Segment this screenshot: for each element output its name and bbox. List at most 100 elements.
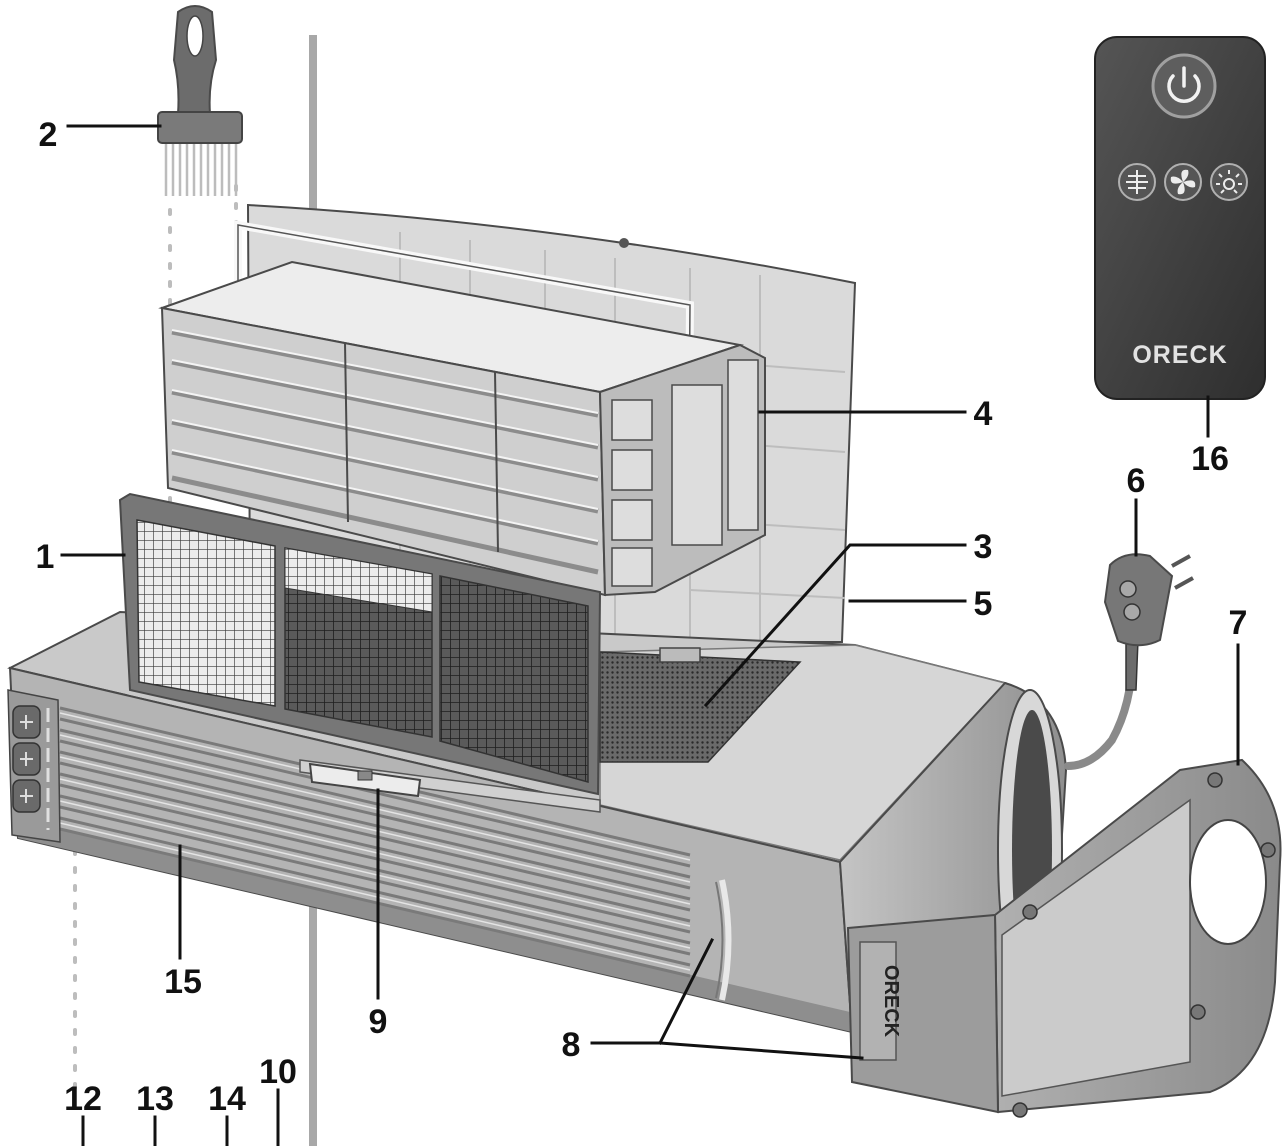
end-cap-screw bbox=[1022, 904, 1038, 920]
grille-slat bbox=[59, 761, 691, 912]
cord-strain-relief bbox=[1125, 639, 1139, 691]
brush-head bbox=[157, 111, 243, 144]
collector-rod-highlight bbox=[171, 449, 599, 542]
callout-12: 12 bbox=[64, 1080, 102, 1118]
adapter-prong bbox=[1171, 554, 1191, 568]
light-icon bbox=[1216, 170, 1242, 194]
remote-control: ORECK bbox=[1094, 36, 1266, 400]
remote-logo: ORECK bbox=[1132, 341, 1227, 369]
power-adapter bbox=[1064, 553, 1194, 770]
grille-slat bbox=[59, 717, 691, 868]
adapter-body bbox=[1103, 553, 1174, 647]
grille-slat bbox=[59, 772, 691, 923]
collector-cell bbox=[158, 260, 766, 597]
pre-filter-pane-right bbox=[439, 575, 589, 783]
collector-divider bbox=[344, 342, 349, 523]
callout-13: 13 bbox=[136, 1080, 174, 1118]
fan-icon bbox=[1170, 169, 1196, 195]
end-cap-screw bbox=[1012, 1102, 1028, 1118]
collector-rod-highlight bbox=[171, 419, 599, 510]
collector-end-plate bbox=[727, 359, 759, 531]
collector-clip bbox=[611, 449, 653, 491]
grille-slat bbox=[59, 750, 691, 901]
end-cap-floor bbox=[1001, 798, 1191, 1097]
light-icon-rays bbox=[1216, 170, 1242, 194]
callout-4: 4 bbox=[974, 395, 993, 433]
callout-6: 6 bbox=[1127, 462, 1146, 500]
collector-rod bbox=[171, 329, 599, 418]
end-cap-screw bbox=[1190, 1004, 1206, 1020]
adapter-prong bbox=[1174, 576, 1194, 590]
callout-3: 3 bbox=[974, 528, 993, 566]
collector-rod bbox=[171, 449, 599, 546]
collector-rod-highlight bbox=[171, 389, 599, 478]
collector-rods bbox=[171, 329, 599, 575]
callout-9: 9 bbox=[369, 1003, 388, 1041]
latch bbox=[299, 759, 601, 813]
filter-tab bbox=[659, 647, 701, 663]
leader-lines bbox=[60, 124, 1240, 1146]
callout-1: 1 bbox=[36, 538, 55, 576]
collector-clip bbox=[611, 547, 653, 587]
end-cap-hole bbox=[1189, 819, 1267, 945]
collector-rod bbox=[171, 419, 599, 514]
power-icon bbox=[20, 789, 33, 803]
panel-grid-line bbox=[689, 589, 846, 599]
back-panel-screw bbox=[619, 238, 629, 248]
collector-rod bbox=[171, 359, 599, 450]
fan-icon-blade bbox=[1183, 180, 1196, 188]
ionizer-icon bbox=[1126, 170, 1148, 194]
collector-divider bbox=[494, 371, 499, 553]
corner-slot bbox=[719, 879, 732, 1001]
end-cap-screw bbox=[1207, 772, 1223, 788]
pre-filter-pane-left bbox=[136, 519, 276, 707]
callout-16: 16 bbox=[1191, 440, 1229, 478]
adapter-button bbox=[1123, 603, 1141, 621]
end-cap-logo-area bbox=[859, 941, 897, 1061]
collector-clip bbox=[611, 399, 653, 441]
latch-button bbox=[357, 770, 373, 781]
callout-5: 5 bbox=[974, 585, 993, 623]
callout-8: 8 bbox=[562, 1026, 581, 1064]
cleaning-brush bbox=[157, 5, 243, 196]
collector-side-clips bbox=[611, 359, 759, 587]
front-grille bbox=[59, 706, 691, 978]
fan-icon-blade bbox=[1170, 176, 1183, 184]
end-cap-logo: ORECK bbox=[880, 965, 902, 1038]
power-icon-arc bbox=[1167, 74, 1201, 103]
grille-slat bbox=[59, 827, 691, 978]
collector-rod-highlight bbox=[171, 359, 599, 446]
filter-area bbox=[599, 651, 802, 763]
callout-labels: 2 4 16 6 1 3 5 7 15 9 8 12 13 14 10 bbox=[36, 116, 1248, 1118]
callout-15: 15 bbox=[164, 963, 202, 1001]
callout-7: 7 bbox=[1229, 604, 1248, 642]
grille-slat bbox=[59, 805, 691, 956]
fan-icon-blade bbox=[1181, 169, 1189, 182]
brush-handle bbox=[172, 5, 218, 115]
end-cap: ORECK bbox=[846, 758, 1282, 1118]
control-panel bbox=[7, 689, 61, 843]
collector-rod bbox=[171, 389, 599, 482]
grille-slat bbox=[59, 783, 691, 934]
grille-slat bbox=[59, 794, 691, 945]
fan-icon-blade bbox=[1177, 182, 1185, 195]
leader-8-upper bbox=[657, 937, 715, 1046]
power-cord bbox=[1064, 644, 1137, 770]
grille-slat-highlight bbox=[59, 800, 691, 949]
fan-icon bbox=[20, 752, 33, 766]
grille-slat-highlight bbox=[59, 822, 691, 971]
body-bottom-strip bbox=[16, 818, 852, 1032]
collector-end-plate bbox=[671, 384, 723, 546]
grille-slat bbox=[59, 728, 691, 879]
grille-slat bbox=[59, 739, 691, 890]
pre-filter-pane-center-upper bbox=[284, 547, 433, 613]
ionizer-icon-lines bbox=[1126, 170, 1148, 194]
pre-filter bbox=[118, 492, 602, 796]
collector-rod bbox=[171, 475, 599, 575]
brush-handle-slot bbox=[186, 15, 204, 57]
collector-clip bbox=[611, 499, 653, 541]
power-icon bbox=[1167, 66, 1201, 103]
corner-slot-edge bbox=[715, 881, 724, 999]
adapter-button bbox=[1119, 580, 1137, 598]
